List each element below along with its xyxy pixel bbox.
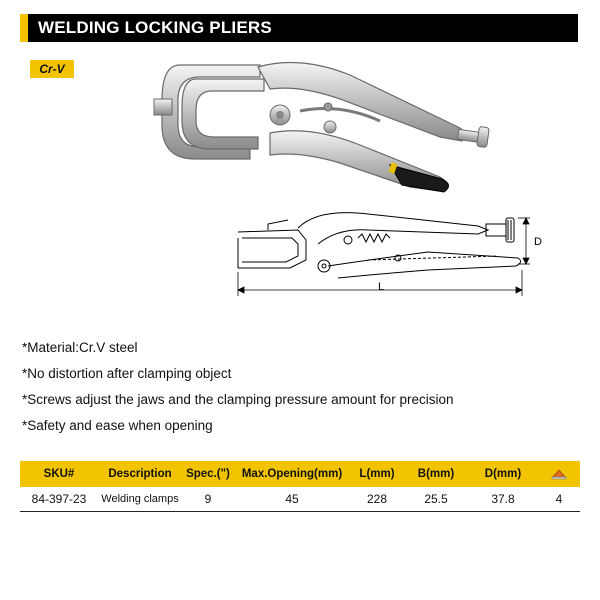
spec-table: SKU# Description Spec.(") Max.Opening(mm… — [20, 461, 580, 512]
cell-description: Welding clamps — [98, 487, 182, 512]
header-weight — [538, 461, 580, 487]
cell-d: 37.8 — [468, 487, 538, 512]
feature-item: *No distortion after clamping object — [22, 366, 232, 381]
dimension-d-label: D — [534, 236, 542, 248]
page-title: WELDING LOCKING PLIERS — [38, 18, 272, 37]
feature-item: *Screws adjust the jaws and the clamping… — [22, 392, 454, 407]
cell-b: 25.5 — [404, 487, 468, 512]
weight-icon — [551, 469, 567, 480]
dimension-drawing: D L — [237, 212, 542, 296]
header-b: B(mm) — [404, 461, 468, 487]
cell-length: 228 — [350, 487, 404, 512]
feature-item: *Safety and ease when opening — [22, 418, 213, 433]
header-spec: Spec.(") — [182, 461, 234, 487]
cell-sku: 84-397-23 — [20, 487, 98, 512]
header-sku: SKU# — [20, 461, 98, 487]
header-length: L(mm) — [350, 461, 404, 487]
cell-max-opening: 45 — [234, 487, 350, 512]
table-row: 84-397-23 Welding clamps 9 45 228 25.5 3… — [20, 487, 580, 512]
header-max-opening: Max.Opening(mm) — [234, 461, 350, 487]
feature-item: *Material:Cr.V steel — [22, 340, 138, 355]
title-banner: WELDING LOCKING PLIERS — [20, 14, 578, 42]
dimension-l-label: L — [378, 281, 384, 293]
cell-spec: 9 — [182, 487, 234, 512]
header-description: Description — [98, 461, 182, 487]
table-header-row: SKU# Description Spec.(") Max.Opening(mm… — [20, 461, 580, 487]
banner-accent — [20, 14, 28, 42]
material-badge: Cr-V — [30, 60, 74, 78]
header-d: D(mm) — [468, 461, 538, 487]
feature-list: *Material:Cr.V steel *No distortion afte… — [22, 335, 582, 439]
product-photo — [153, 61, 490, 193]
cell-weight: 4 — [538, 487, 580, 512]
